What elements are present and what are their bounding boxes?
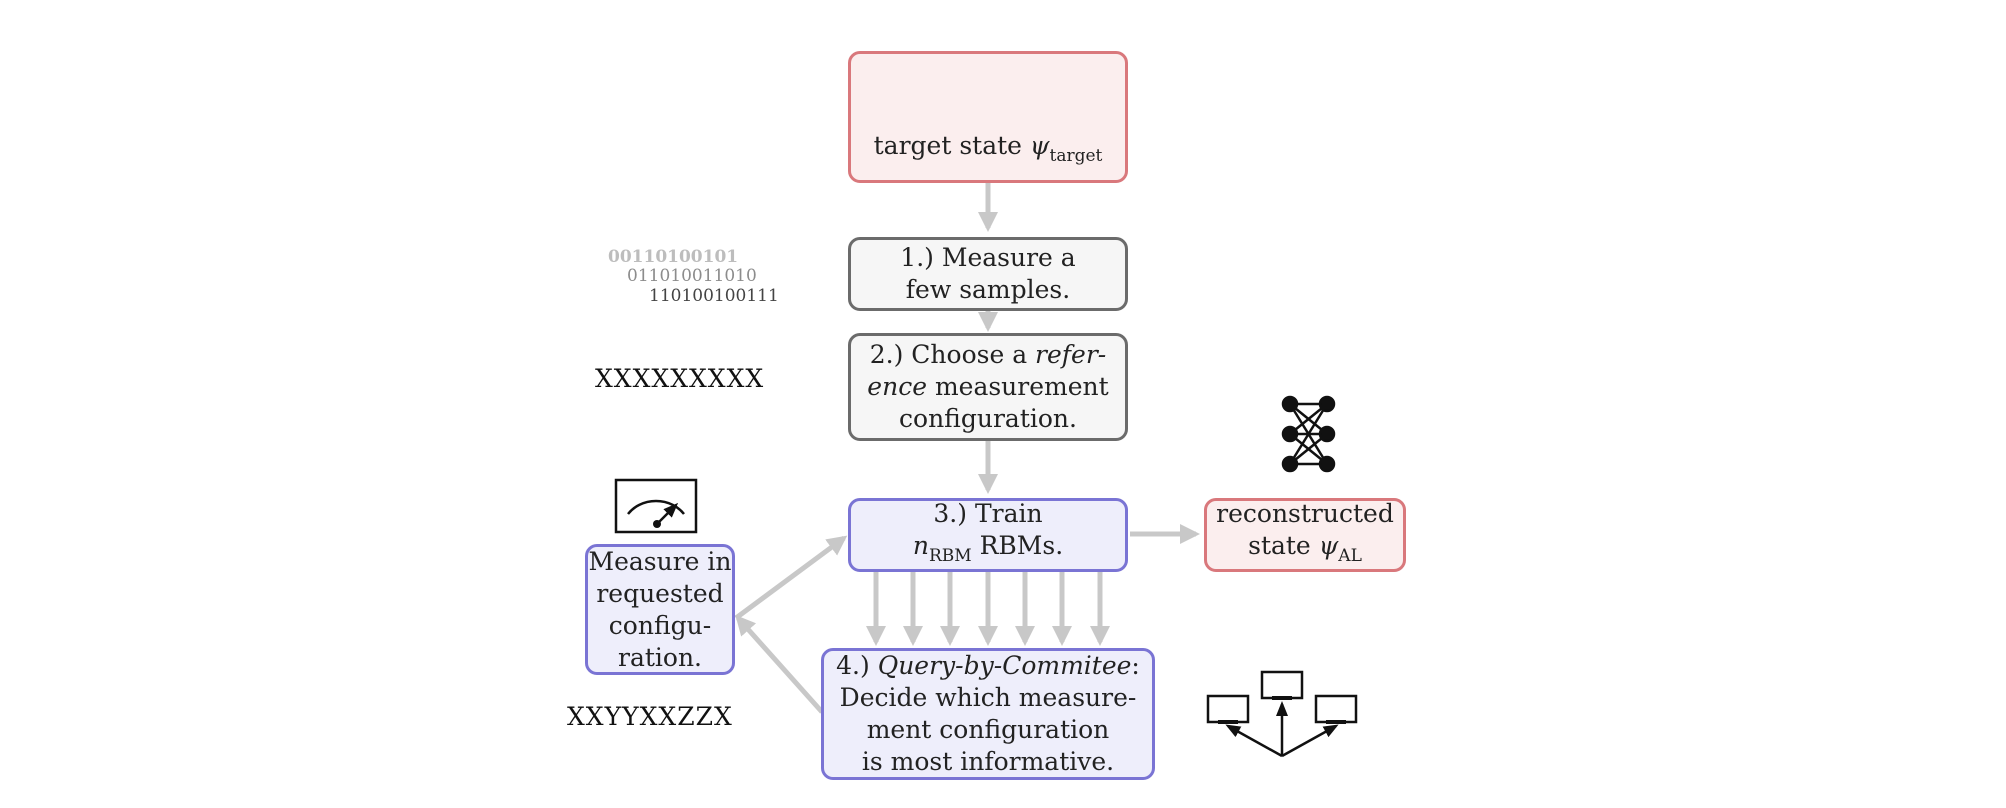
step2-box: 2.) Choose a refer- ence measurement con…	[848, 333, 1128, 441]
arrow-step4-to-measure	[735, 615, 824, 714]
step2-line2: ence measurement	[867, 372, 1109, 401]
step3-line2: nRBM RBMs.	[912, 531, 1064, 566]
step4-line3: ment configuration	[866, 715, 1110, 744]
reference-config-label: XXXXXXXXX	[595, 364, 765, 393]
reconstructed-line2: state ψAL	[1248, 531, 1362, 566]
measure-line1: Measure in	[588, 546, 732, 576]
committee-monitors-icon	[1206, 670, 1358, 758]
step1-line2: few samples.	[905, 275, 1071, 304]
measure-line2: requested	[596, 578, 724, 608]
step4-box: 4.) Query-by-Commitee: Decide which meas…	[821, 648, 1155, 780]
target-state-label: target state ψtarget	[873, 131, 1103, 166]
reconstructed-line1: reconstructed	[1216, 499, 1394, 528]
measure-box: Measure in requested configu- ration.	[585, 544, 735, 675]
step4-line4: is most informative.	[861, 747, 1115, 776]
step1-line1: 1.) Measure a	[900, 243, 1076, 272]
sample-bits-row1: 00110100101	[608, 247, 739, 267]
requested-config-label: XXYYXXZZX	[567, 702, 733, 731]
step3-box: 3.) Train nRBM RBMs.	[848, 498, 1128, 572]
neural-network-icon	[1281, 395, 1336, 473]
step2-line3: configuration.	[899, 404, 1077, 433]
step4-line2: Decide which measure-	[839, 683, 1137, 712]
meter-icon	[614, 478, 698, 534]
sample-bits-row2: 011010011010	[627, 266, 757, 286]
step3-line1: 3.) Train	[933, 499, 1043, 528]
arrow-measure-to-step3	[734, 535, 848, 621]
step4-line1: 4.) Query-by-Commitee:	[836, 651, 1140, 680]
sample-bits-row3: 110100100111	[649, 286, 779, 306]
step1-box: 1.) Measure a few samples.	[848, 237, 1128, 311]
reconstructed-state-box: reconstructed state ψAL	[1204, 498, 1406, 572]
flow-arrows	[734, 182, 1200, 714]
measure-line4: ration.	[618, 642, 702, 672]
measure-line3: configu-	[608, 610, 712, 640]
step2-line1: 2.) Choose a refer-	[869, 340, 1107, 369]
target-state-box: target state ψtarget	[848, 51, 1128, 183]
